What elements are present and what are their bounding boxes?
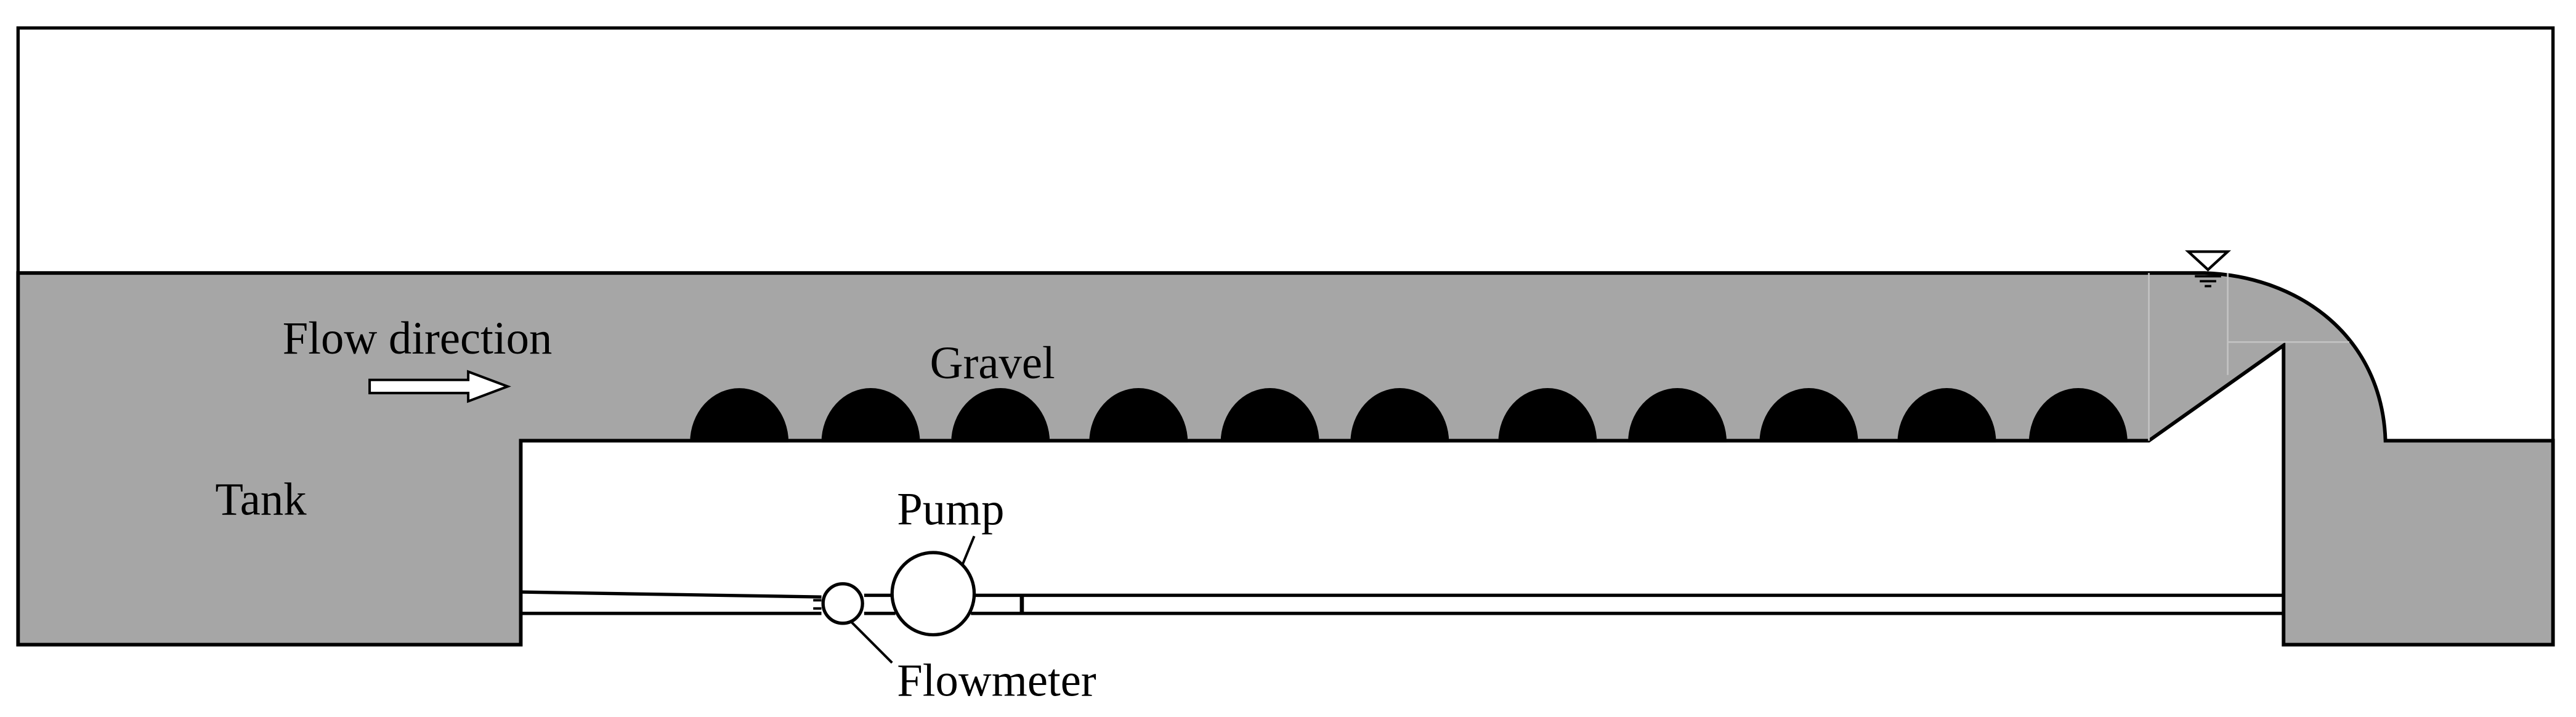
gravel-particle	[2028, 388, 2128, 443]
gravel-particle	[951, 388, 1050, 443]
pump-label: Pump	[897, 484, 1004, 535]
gravel-particle	[1759, 388, 1858, 443]
gravel-particle	[690, 388, 789, 443]
pump-leader-line	[962, 535, 976, 565]
flow-arrow-icon	[368, 370, 511, 403]
gravel-particle	[1089, 388, 1188, 443]
gravel-bed	[690, 388, 2128, 443]
gravel-particle	[1897, 388, 1996, 443]
water-surface-icon	[2185, 250, 2232, 288]
flume-top-wall	[16, 26, 2555, 441]
flow-direction-label: Flow direction	[283, 313, 553, 364]
gravel-particle	[1220, 388, 1319, 443]
pump-icon	[890, 551, 976, 637]
gravel-particle	[1498, 388, 1597, 443]
gravel-particle	[1628, 388, 1727, 443]
flowmeter-icon	[821, 582, 864, 625]
gravel-label: Gravel	[930, 338, 1055, 389]
gravel-particle	[1350, 388, 1449, 443]
tank-label: Tank	[215, 474, 307, 525]
gravel-particle	[821, 388, 920, 443]
return-pipe	[520, 590, 2284, 615]
flowmeter-label: Flowmeter	[897, 655, 1096, 706]
flowmeter-leader-line	[850, 620, 893, 664]
